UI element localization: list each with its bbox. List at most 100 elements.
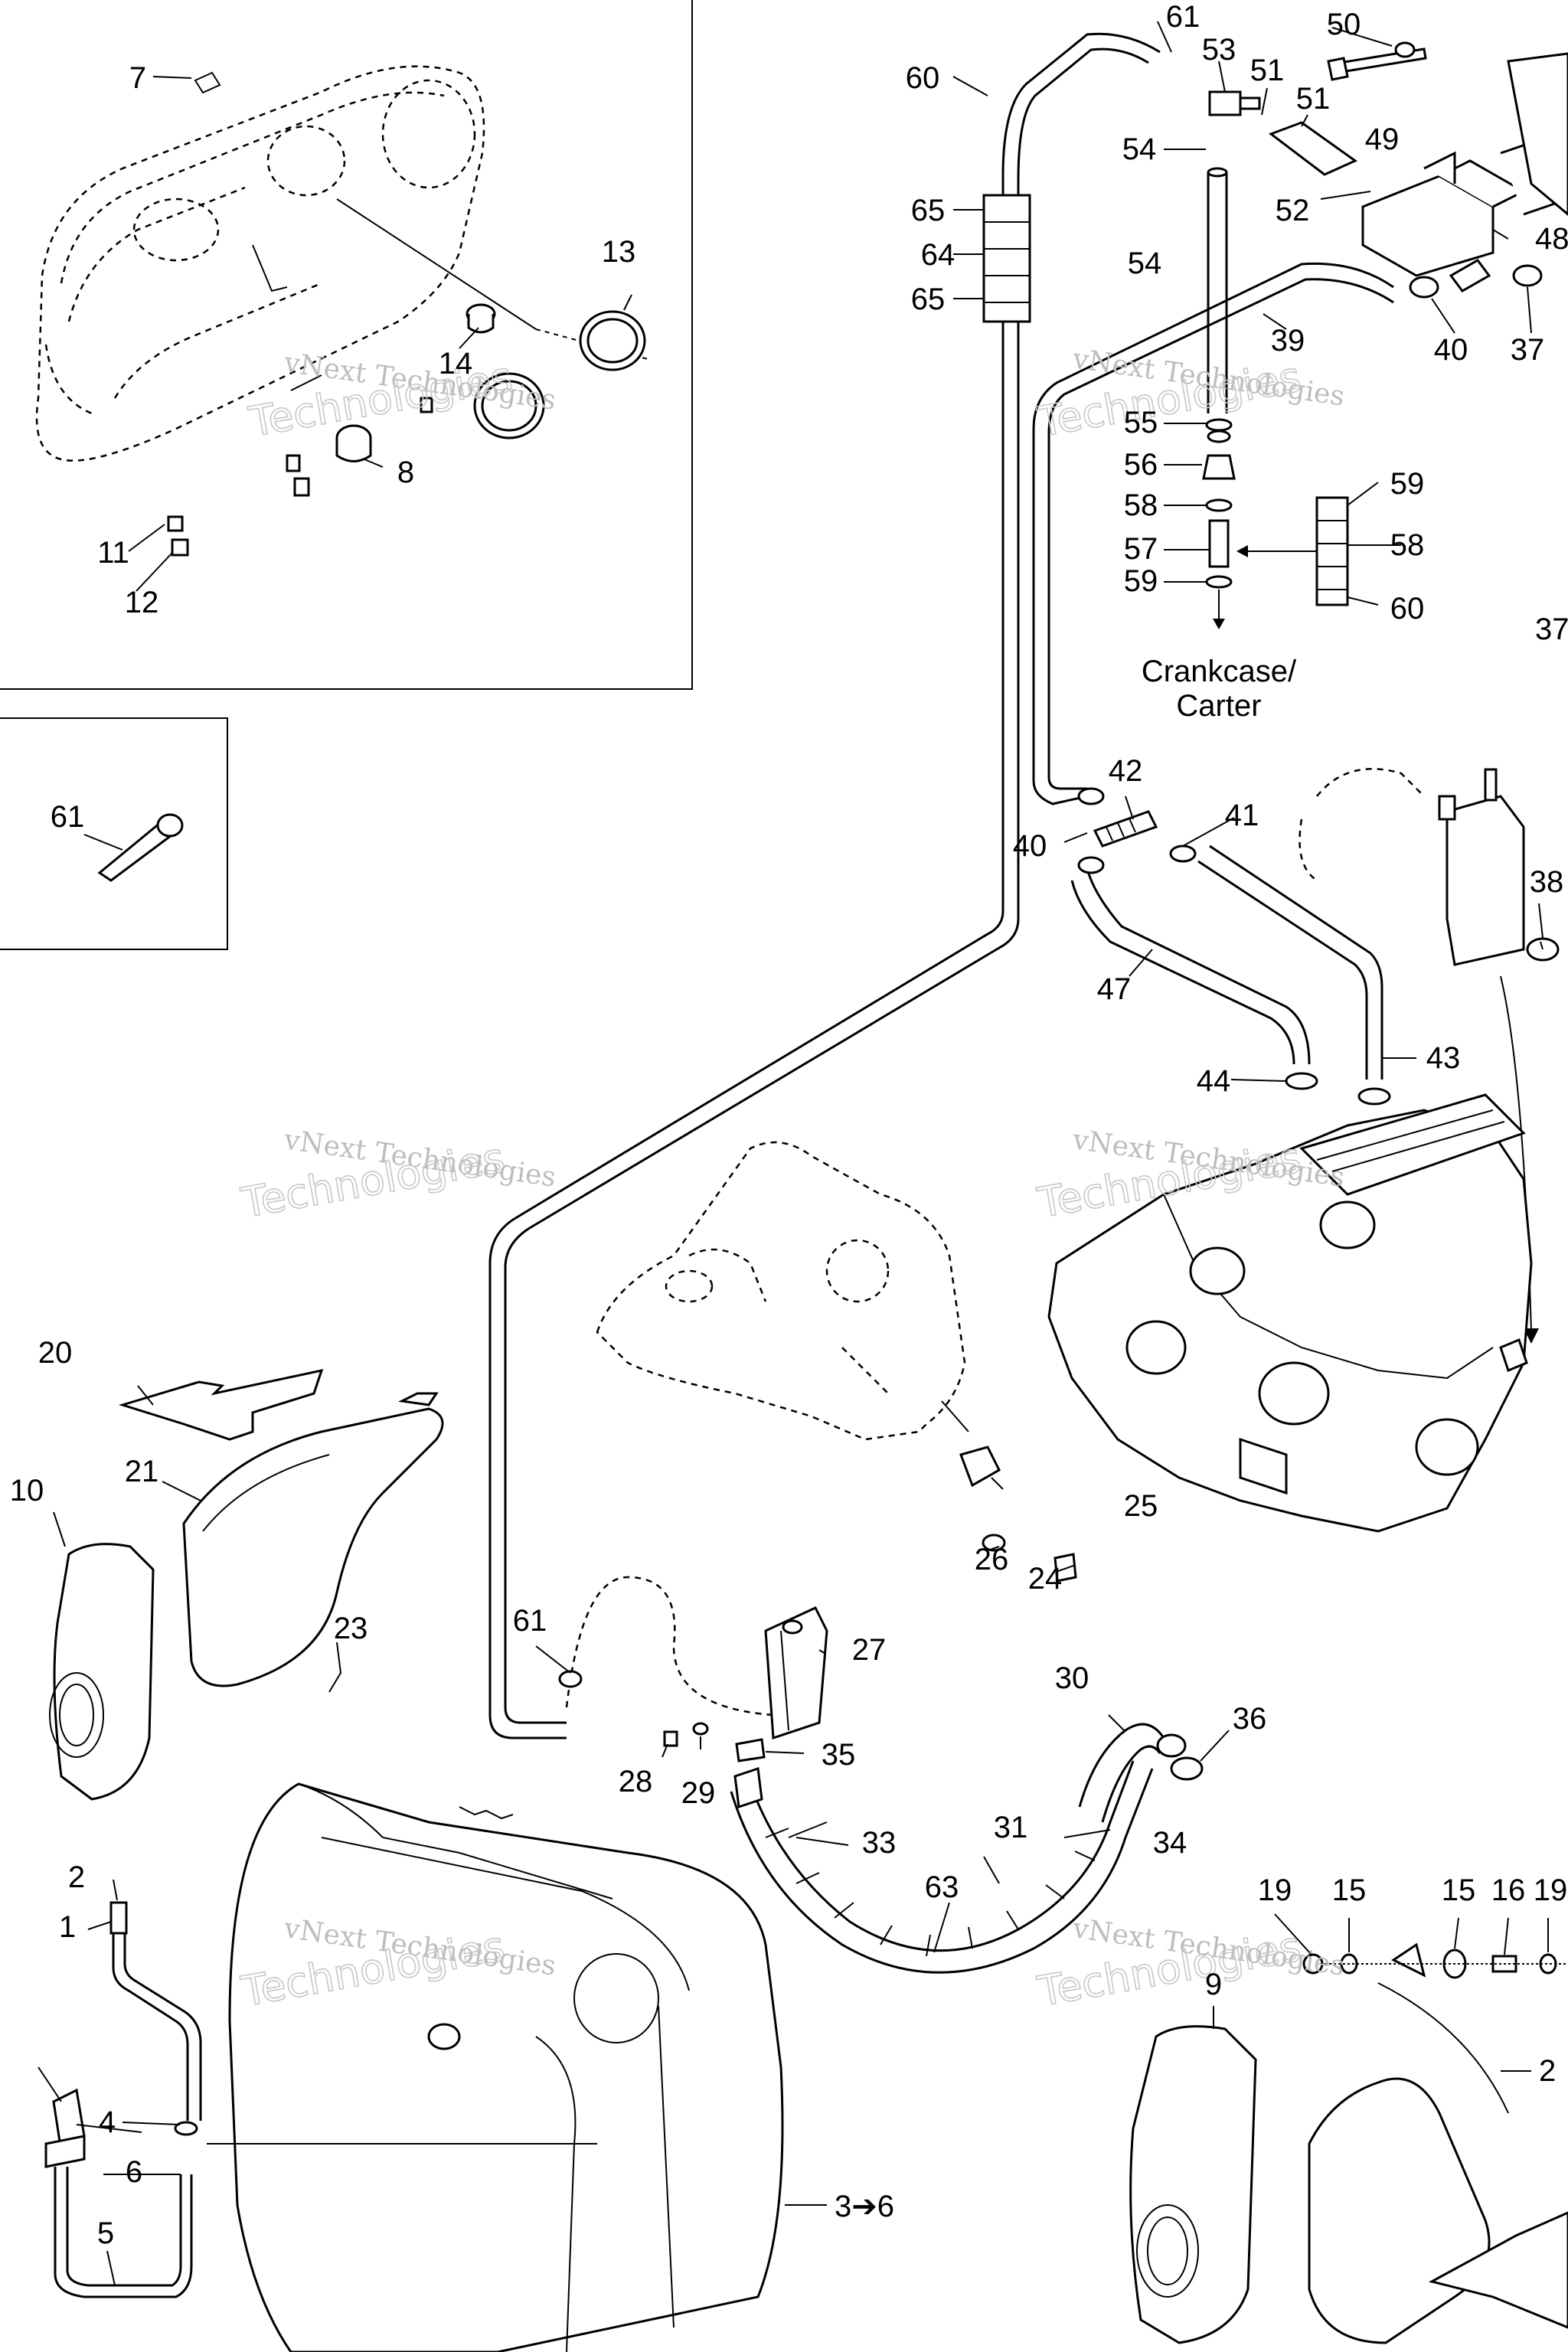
- clamps-37-39: [1409, 259, 1543, 299]
- callout-51: 51: [1250, 54, 1285, 87]
- callout-58: 58: [1124, 488, 1158, 522]
- callout-60: 60: [906, 61, 940, 95]
- hose-53: [1207, 167, 1228, 413]
- callout-12: 12: [125, 586, 159, 619]
- callout-19: 19: [1534, 1873, 1568, 1907]
- callout-42: 43: [1426, 1041, 1461, 1075]
- panel-21: [118, 1368, 324, 1441]
- callout-labels: 7 13 14 8 11 12 61 60 65 64 65 61 53 51 …: [10, 0, 1568, 2250]
- callout-20: 19: [1258, 1873, 1292, 1907]
- callout-49: 50: [1327, 8, 1361, 41]
- small-fittings-15-20: [1302, 1942, 1568, 1979]
- engine-block: [1047, 1093, 1533, 1533]
- fuel-line-5: [54, 2121, 198, 2298]
- upper-tank-assembly: [35, 65, 652, 462]
- callout-52: 53: [1202, 33, 1236, 67]
- destination-label-line2: Carter: [1176, 689, 1261, 723]
- callout-37: 37: [1511, 333, 1545, 367]
- callout-59: 60: [1390, 592, 1425, 626]
- callout-22: 2: [1539, 2054, 1556, 2088]
- callout-37: 38: [1530, 865, 1564, 899]
- fuel-line-1: [109, 1901, 202, 2121]
- fitting-52: [1208, 90, 1261, 116]
- callout-1: 1: [59, 1910, 76, 1944]
- washer-49: [1394, 41, 1416, 58]
- callout-54: 55: [1124, 406, 1158, 439]
- pump-28: [764, 1606, 828, 1740]
- plug-14: [466, 303, 496, 334]
- pickup-panel-22: [1308, 1982, 1568, 2344]
- destination-label-line1: Crankcase/: [1142, 655, 1297, 688]
- callout-48: 49: [1365, 122, 1400, 156]
- hose-44: [1070, 868, 1311, 1065]
- filler-neck-31: [1078, 1723, 1187, 1823]
- vent-hose-38: [1032, 262, 1394, 805]
- callout-4: 4: [99, 2105, 116, 2139]
- fuel-tank-main: [228, 1782, 784, 2352]
- callout-64: 64: [921, 238, 956, 272]
- callout-26: 25: [1124, 1489, 1158, 1523]
- callout-3-6: 3➔6: [835, 2190, 894, 2223]
- pickup-10: [49, 1543, 155, 1801]
- callout-13: 13: [602, 235, 636, 269]
- check-valve-55: [1202, 430, 1236, 480]
- callout-38: 39: [1271, 324, 1305, 358]
- clamps-40: [1077, 787, 1197, 874]
- callout-33: 33: [862, 1826, 897, 1860]
- callout-15: 15: [1442, 1873, 1476, 1907]
- inset-frame-top-left: [0, 0, 693, 690]
- callout-40: 40: [1013, 829, 1047, 863]
- callout-56: 57: [1124, 532, 1158, 566]
- watermark: vNext Technologies Technologies vNext Te…: [237, 343, 1347, 2017]
- bracket-top-right: [1507, 52, 1568, 216]
- callout-25: 24: [1028, 1562, 1063, 1596]
- callout-51: 52: [1276, 194, 1310, 227]
- callout-65: 65: [911, 194, 946, 227]
- callout-10: 10: [10, 1474, 44, 1508]
- clamp-35: [1170, 1756, 1204, 1781]
- hose-50: [1268, 121, 1357, 176]
- callout-24: 23: [334, 1612, 368, 1645]
- inset-frame-tie-wrap: [0, 717, 228, 950]
- exhaust-outline-dashed: [596, 1141, 969, 1441]
- callout-40: 41: [1225, 799, 1259, 832]
- leader-lines: [53, 21, 1549, 2286]
- callout-53: 54: [1128, 247, 1162, 280]
- fuel-pump-right: [1298, 768, 1560, 1344]
- clamps-43: [1285, 1072, 1391, 1106]
- callout-62: 61: [51, 800, 85, 834]
- valve-4: [38, 2066, 142, 2168]
- callout-21: 20: [38, 1336, 73, 1370]
- callout-6: 6: [126, 2155, 142, 2189]
- callout-59: 59: [1390, 467, 1425, 501]
- callout-36: 37: [1535, 612, 1568, 646]
- callout-44: 47: [1097, 972, 1132, 1006]
- arrows-vent: [1213, 545, 1317, 629]
- callout-27: 26: [975, 1543, 1009, 1576]
- callout-8: 8: [397, 456, 414, 489]
- callout-63: 63: [925, 1870, 959, 1904]
- filler-hose-32: [730, 1760, 1154, 1974]
- callout-16: 16: [1491, 1873, 1526, 1907]
- sleeve-64: [982, 194, 1031, 323]
- callout-54: 54: [1122, 132, 1157, 166]
- callout-32: 31: [994, 1811, 1028, 1844]
- callout-50: 51: [1296, 82, 1331, 116]
- callout-43: 44: [1197, 1064, 1231, 1098]
- tie-wrap-62: [97, 813, 184, 882]
- mount-27: [959, 1446, 1077, 1583]
- callout-47: 48: [1535, 222, 1568, 256]
- callout-58: 59: [1124, 564, 1158, 598]
- pickup-9: [1129, 2025, 1257, 2344]
- callout-30: 29: [681, 1776, 716, 1810]
- callout-61: 61: [1166, 0, 1200, 34]
- callout-2: 2: [68, 1860, 85, 1894]
- screws-upper: [167, 397, 433, 557]
- callout-33: 34: [1153, 1826, 1187, 1860]
- callout-41: 42: [1109, 754, 1143, 788]
- callout-14: 14: [439, 347, 473, 381]
- elbow-33-left: [733, 1766, 828, 1838]
- callout-29: 28: [619, 1765, 653, 1798]
- hose-56: [1208, 519, 1230, 568]
